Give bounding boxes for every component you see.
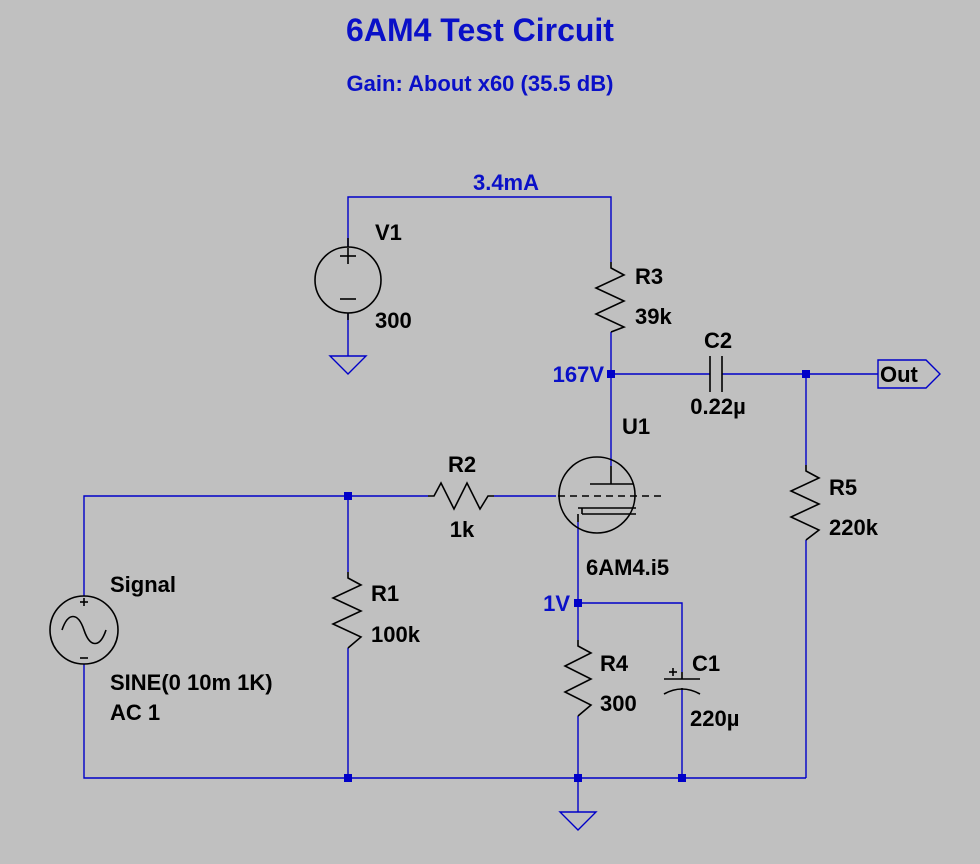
wires	[83, 196, 878, 812]
r5-name: R5	[829, 475, 857, 500]
junction-ground-c1	[678, 774, 686, 782]
cathode-voltage-label: 1V	[543, 591, 570, 616]
c1-capacitor[interactable]	[663, 668, 701, 695]
c2-value: 0.22µ	[690, 394, 746, 419]
gain-subtitle: Gain: About x60 (35.5 dB)	[347, 71, 614, 96]
junction-input	[344, 492, 352, 500]
signal-name: Signal	[110, 572, 176, 597]
junction-plate	[607, 370, 615, 378]
output-port[interactable]: Out	[877, 359, 941, 389]
c1-name: C1	[692, 651, 720, 676]
v1-name: V1	[375, 220, 402, 245]
plate-voltage-label: 167V	[553, 362, 605, 387]
signal-ac: AC 1	[110, 700, 160, 725]
r3-name: R3	[635, 264, 663, 289]
signal-source[interactable]	[49, 595, 119, 665]
r1-resistor[interactable]	[331, 572, 363, 649]
c2-name: C2	[704, 328, 732, 353]
r2-value: 1k	[450, 517, 475, 542]
r4-value: 300	[600, 691, 637, 716]
r2-name: R2	[448, 452, 476, 477]
r4-name: R4	[600, 651, 629, 676]
u1-value: 6AM4.i5	[586, 555, 669, 580]
ground-icon	[328, 355, 368, 375]
r5-value: 220k	[829, 515, 879, 540]
u1-triode[interactable]	[558, 456, 665, 534]
r1-value: 100k	[371, 622, 421, 647]
input-wire	[83, 495, 428, 596]
junction-cathode	[574, 599, 582, 607]
junction-output	[802, 370, 810, 378]
r3-value: 39k	[635, 304, 672, 329]
r4-resistor[interactable]	[563, 640, 593, 717]
ground-rail	[83, 664, 806, 779]
c2-capacitor[interactable]	[709, 356, 723, 392]
junction-ground-r4	[574, 774, 582, 782]
signal-spec: SINE(0 10m 1K)	[110, 670, 273, 695]
c1-top-wire	[578, 602, 683, 672]
output-label: Out	[880, 362, 919, 387]
junctions	[344, 370, 810, 782]
u1-name: U1	[622, 414, 650, 439]
supply-current-label: 3.4mA	[473, 170, 539, 195]
ground-icon	[558, 811, 598, 831]
circuit-title: 6AM4 Test Circuit	[346, 12, 614, 48]
r3-resistor[interactable]	[594, 262, 627, 333]
supply-wire	[347, 196, 612, 262]
r1-name: R1	[371, 581, 399, 606]
v1-value: 300	[375, 308, 412, 333]
v1-source[interactable]	[314, 238, 382, 320]
junction-ground-r1	[344, 774, 352, 782]
r2-resistor[interactable]	[428, 481, 494, 511]
r5-resistor[interactable]	[789, 465, 821, 541]
c1-value: 220µ	[690, 706, 739, 731]
